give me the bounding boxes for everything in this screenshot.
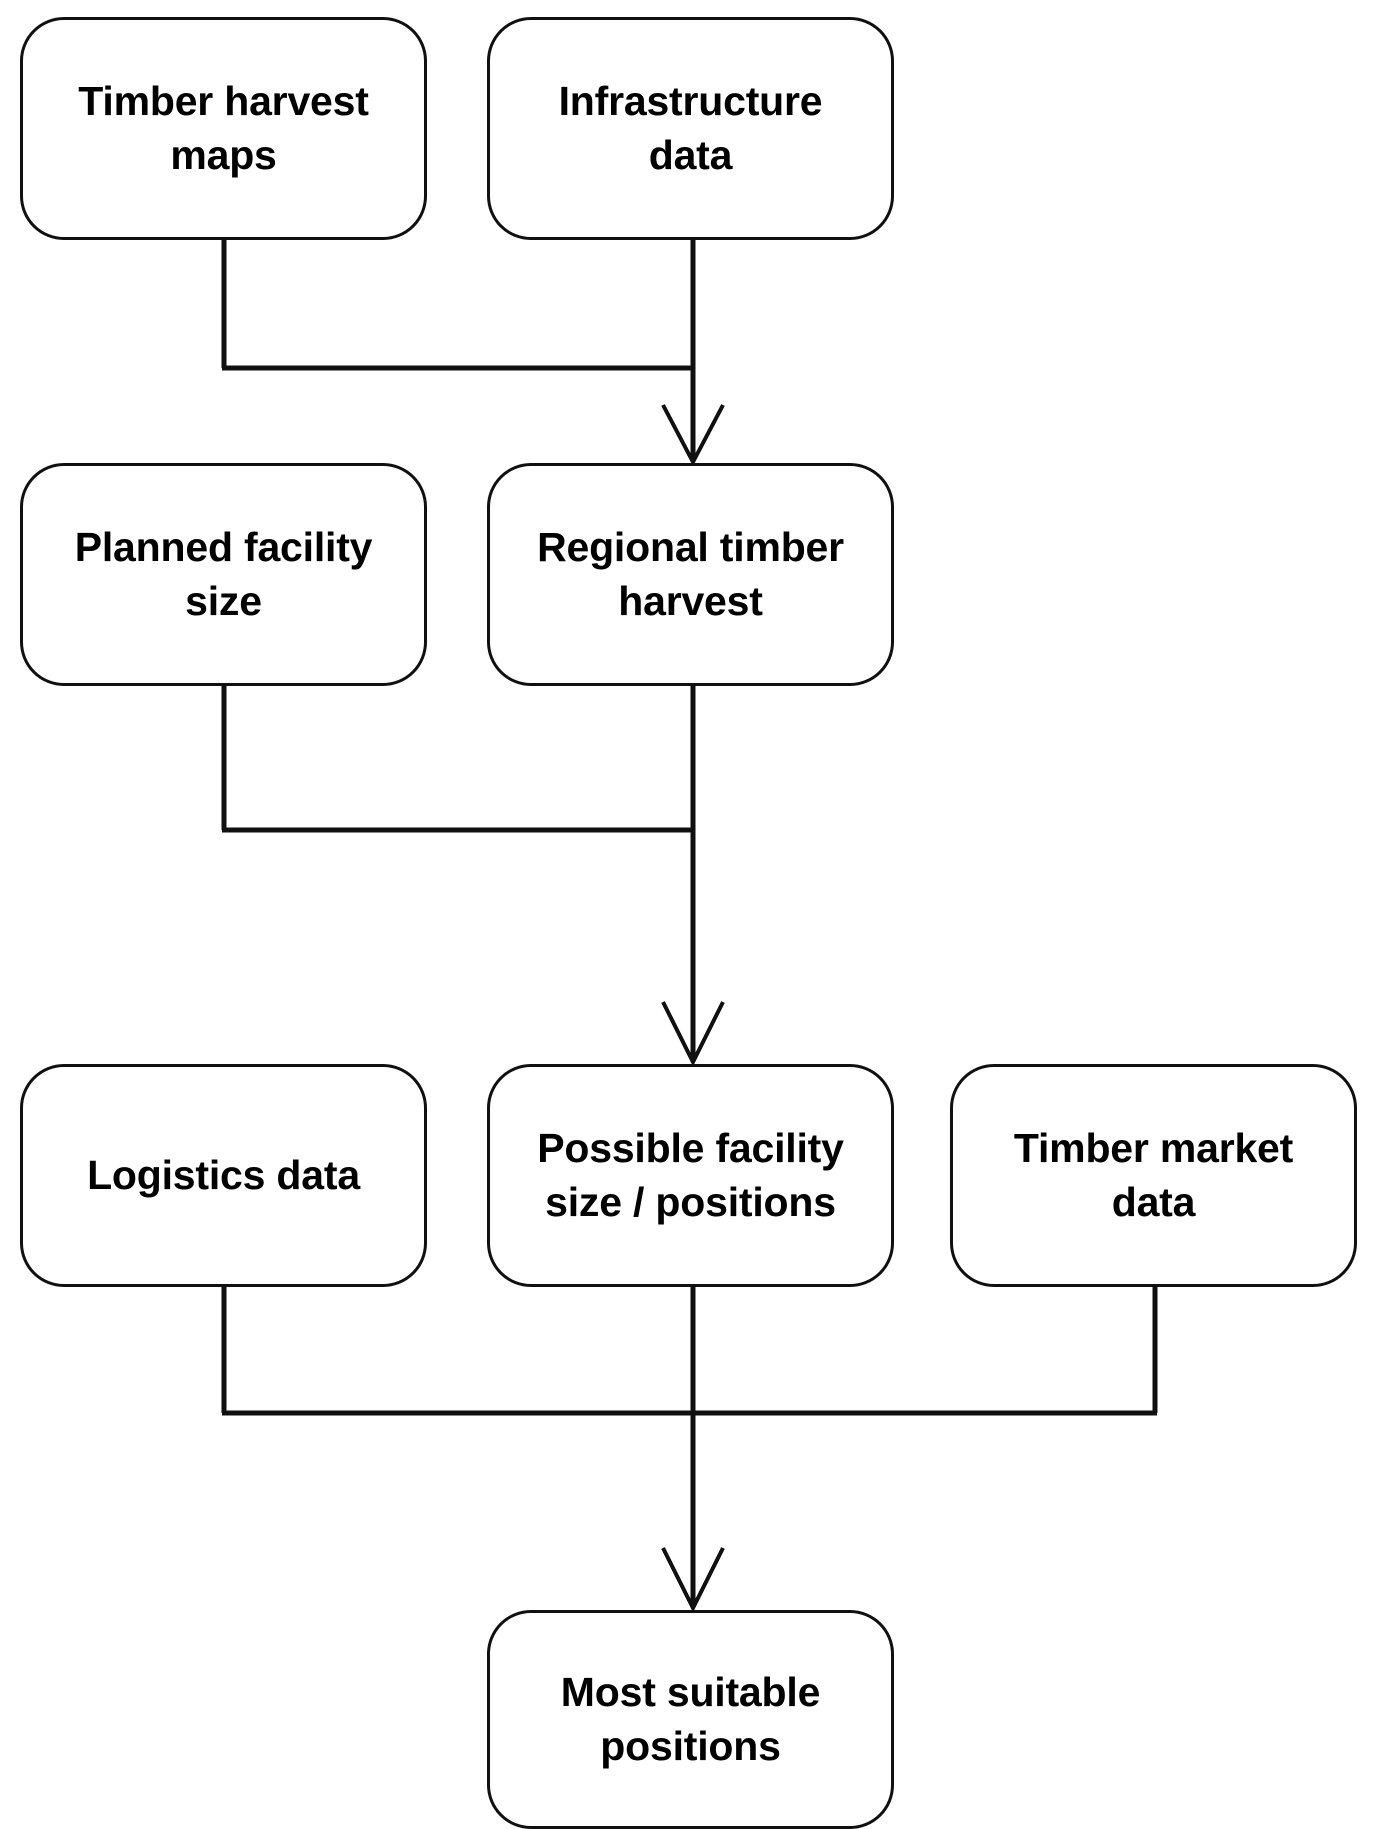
node-logistics-data[interactable]: Logistics data bbox=[20, 1064, 427, 1287]
arrowhead-to-possible-facility bbox=[661, 1001, 725, 1067]
node-possible-facility-size-positions[interactable]: Possible facility size / positions bbox=[487, 1064, 894, 1287]
node-most-suitable-positions[interactable]: Most suitable positions bbox=[487, 1610, 894, 1829]
node-infrastructure-data[interactable]: Infrastructure data bbox=[487, 17, 894, 240]
node-label-planned-facility-size: Planned facility size bbox=[74, 524, 373, 624]
node-label-regional-timber-harvest: Regional timber harvest bbox=[537, 524, 844, 624]
node-timber-market-data[interactable]: Timber market data bbox=[950, 1064, 1357, 1287]
arrowhead-to-most-suitable-positions bbox=[661, 1547, 725, 1613]
node-label-possible-facility-size-positions: Possible facility size / positions bbox=[537, 1125, 844, 1225]
node-label-infrastructure-data: Infrastructure data bbox=[558, 78, 823, 178]
node-timber-harvest-maps[interactable]: Timber harvest maps bbox=[20, 17, 427, 240]
node-label-logistics-data: Logistics data bbox=[87, 1151, 360, 1198]
node-label-timber-harvest-maps: Timber harvest maps bbox=[78, 78, 369, 178]
node-label-timber-market-data: Timber market data bbox=[1013, 1125, 1294, 1225]
node-regional-timber-harvest[interactable]: Regional timber harvest bbox=[487, 463, 894, 686]
node-planned-facility-size[interactable]: Planned facility size bbox=[20, 463, 427, 686]
node-label-most-suitable-positions: Most suitable positions bbox=[560, 1669, 821, 1769]
arrowhead-to-regional-timber-harvest bbox=[661, 404, 725, 467]
